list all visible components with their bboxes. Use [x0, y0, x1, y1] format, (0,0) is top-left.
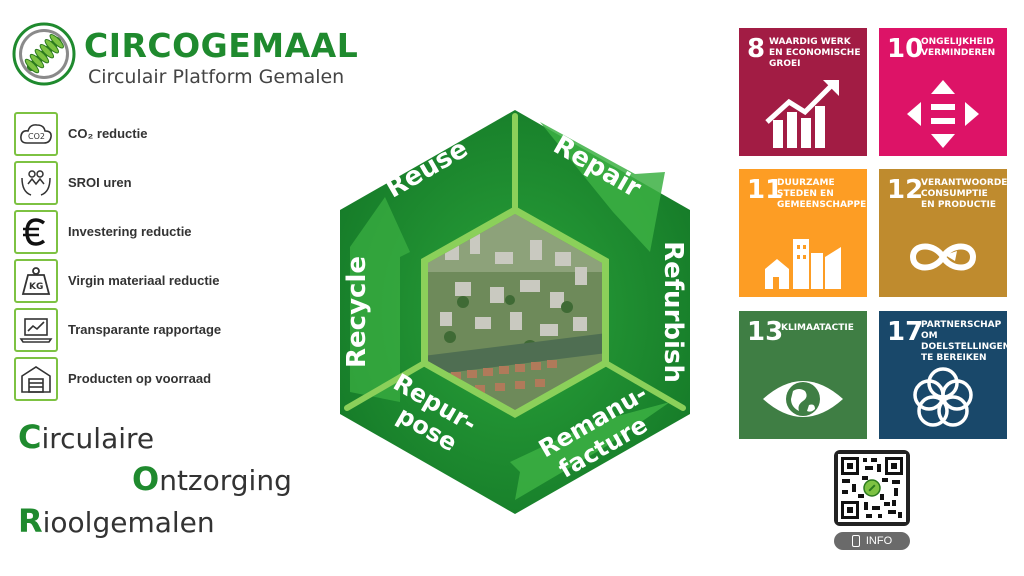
- sdg-number: 10: [887, 34, 924, 64]
- feature-label: Transparante rapportage: [68, 322, 222, 337]
- feature-label: Producten op voorraad: [68, 371, 212, 386]
- feature-co2: CO2 CO₂ reductie: [12, 112, 292, 160]
- sdg-title: KLIMAATACTIE: [781, 323, 854, 333]
- svg-text:CO2: CO2: [28, 132, 45, 141]
- feature-list: CO2 CO₂ reductie SROI uren Investering r…: [12, 112, 292, 406]
- eye-earth-icon: [763, 381, 843, 417]
- tagline-rioolgemalen: Rioolgemalen: [18, 502, 215, 540]
- sdg-tile-11[interactable]: 11 DUURZAME STEDEN EN GEMEENSCHAPPEN: [739, 169, 867, 297]
- feature-sroi: SROI uren: [12, 161, 292, 209]
- tagline: Circulaire Ontzorging Rioolgemalen: [18, 418, 348, 548]
- sdg-number: 8: [747, 34, 766, 64]
- feature-virgin-material: KG Virgin materiaal reductie: [12, 259, 292, 307]
- sdg-number: 11: [747, 175, 784, 205]
- kg-weight-icon: KG: [14, 259, 58, 303]
- co2-cloud-icon: CO2: [14, 112, 58, 156]
- pump-screw-icon: [12, 22, 76, 86]
- feature-label: SROI uren: [68, 175, 132, 190]
- svg-text:KG: KG: [29, 282, 43, 292]
- phone-icon: [851, 535, 860, 547]
- sdg-title: PARTNERSCHAP OM DOELSTELLINGEN TE BEREIK…: [921, 320, 1007, 363]
- feature-stock: Producten op voorraad: [12, 357, 292, 405]
- sdg-tile-12[interactable]: 12 VERANTWOORDE CONSUMPTIE EN PRODUCTIE: [879, 169, 1007, 297]
- segment-refurbish: Refurbish: [658, 241, 688, 383]
- feature-reporting: Transparante rapportage: [12, 308, 292, 356]
- recycle-arrow: [350, 197, 410, 402]
- hexagon-diagram: Reuse Repair Refurbish Remanu- facture R…: [340, 110, 690, 514]
- sdg-title: WAARDIG WERK EN ECONOMISCHE GROEI: [769, 37, 861, 69]
- sdg-title: ONGELIJKHEID VERMINDEREN: [921, 37, 996, 58]
- feature-investment: Investering reductie: [12, 210, 292, 258]
- separator: [599, 358, 686, 411]
- euro-icon: [14, 210, 58, 254]
- feature-label: Virgin materiaal reductie: [68, 273, 220, 288]
- sdg-tile-10[interactable]: 10 ONGELIJKHEID VERMINDEREN: [879, 28, 1007, 156]
- segment-recycle: Recycle: [342, 256, 372, 368]
- sdg-number: 17: [887, 317, 924, 347]
- tagline-ontzorging: Ontzorging: [132, 460, 292, 498]
- feature-label: CO₂ reductie: [68, 126, 148, 141]
- infinity-loop-icon: [909, 243, 977, 271]
- logo-title: CIRCOGEMAAL: [84, 26, 359, 65]
- growth-chart-icon: [765, 80, 839, 148]
- qr-code-icon: [838, 454, 906, 522]
- logo[interactable]: CIRCOGEMAAL Circulair Platform Gemalen: [12, 22, 372, 92]
- qr-code[interactable]: [834, 450, 910, 526]
- sdg-number: 13: [747, 317, 784, 347]
- warehouse-icon: [14, 357, 58, 401]
- sdg-number: 12: [887, 175, 924, 205]
- partnership-rings-icon: [913, 367, 973, 427]
- sdg-tile-17[interactable]: 17 PARTNERSCHAP OM DOELSTELLINGEN TE BER…: [879, 311, 1007, 439]
- logo-subtitle: Circulair Platform Gemalen: [88, 66, 345, 88]
- info-button[interactable]: INFO: [834, 532, 910, 550]
- city-buildings-icon: [765, 239, 841, 289]
- circular-r-strategies-hexagon: Reuse Repair Refurbish Remanu- facture R…: [305, 102, 725, 522]
- sdg-title: DUURZAME STEDEN EN GEMEENSCHAPPEN: [777, 178, 867, 210]
- equality-arrows-icon: [907, 80, 979, 148]
- sdg-tile-13[interactable]: 13 KLIMAATACTIE: [739, 311, 867, 439]
- info-label: INFO: [865, 535, 893, 547]
- people-hands-icon: [14, 161, 58, 205]
- report-laptop-icon: [14, 308, 58, 352]
- repair-arrow: [540, 122, 665, 252]
- remanufacture-arrow: [510, 402, 670, 500]
- tagline-circulaire: Circulaire: [18, 418, 155, 456]
- feature-label: Investering reductie: [68, 224, 192, 239]
- separator: [344, 358, 431, 411]
- sdg-title: VERANTWOORDE CONSUMPTIE EN PRODUCTIE: [921, 178, 1007, 210]
- sdg-tile-8[interactable]: 8 WAARDIG WERK EN ECONOMISCHE GROEI: [739, 28, 867, 156]
